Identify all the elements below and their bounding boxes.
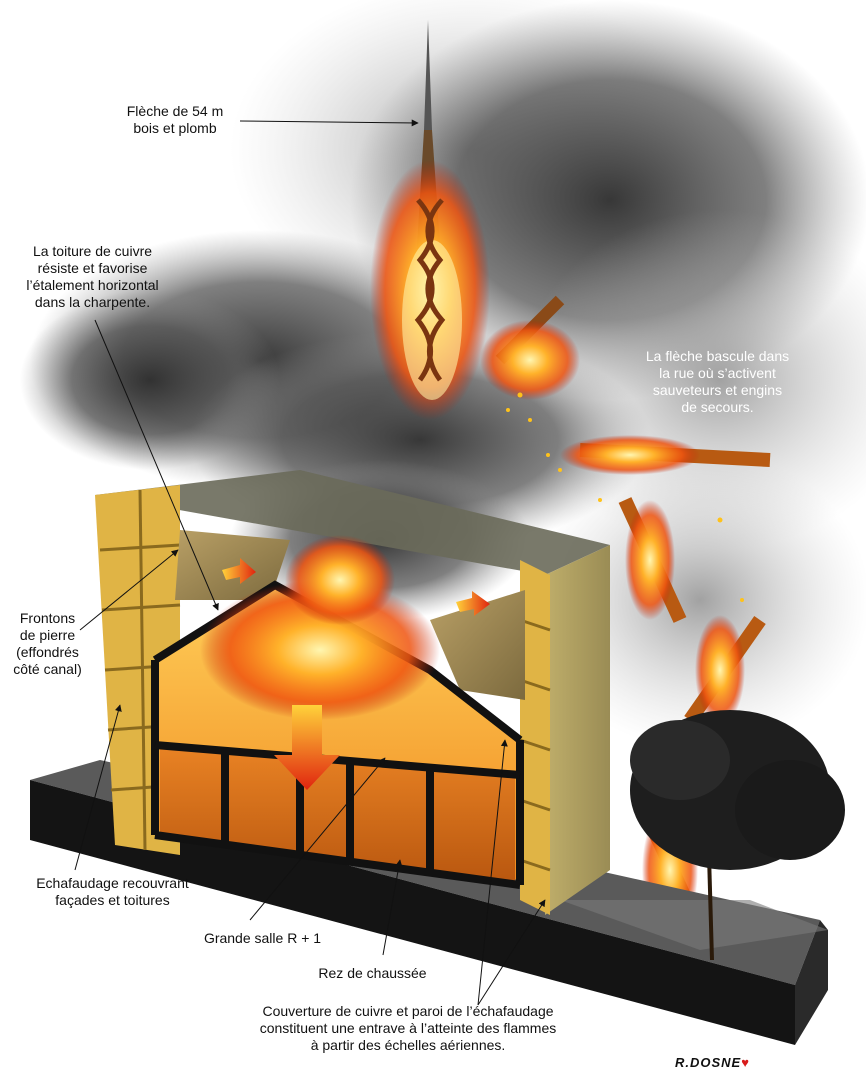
label-falling-spire: La flèche bascule dans la rue où s’activ… [645, 348, 790, 415]
label-copper-cover: Couverture de cuivre et paroi de l’échaf… [259, 1003, 557, 1053]
leader-lines [74, 119, 546, 1006]
label-roof: La toiture de cuivre résiste et favorise… [26, 243, 159, 310]
label-pediments: Frontons de pierre (effondrés côté canal… [13, 610, 82, 677]
label-spire: Flèche de 54 m bois et plomb [126, 103, 224, 136]
tree [630, 710, 845, 961]
artist-signature: R.DOSNE♥ [675, 1055, 750, 1070]
label-scaffolding: Echafaudage recouvrant façades et toitur… [36, 875, 189, 908]
spire [370, 20, 490, 420]
building-cutaway [95, 470, 610, 915]
heart-icon: ♥ [741, 1055, 750, 1070]
label-great-hall: Grande salle R + 1 [203, 930, 322, 946]
label-ground-floor: Rez de chaussée [318, 965, 427, 981]
